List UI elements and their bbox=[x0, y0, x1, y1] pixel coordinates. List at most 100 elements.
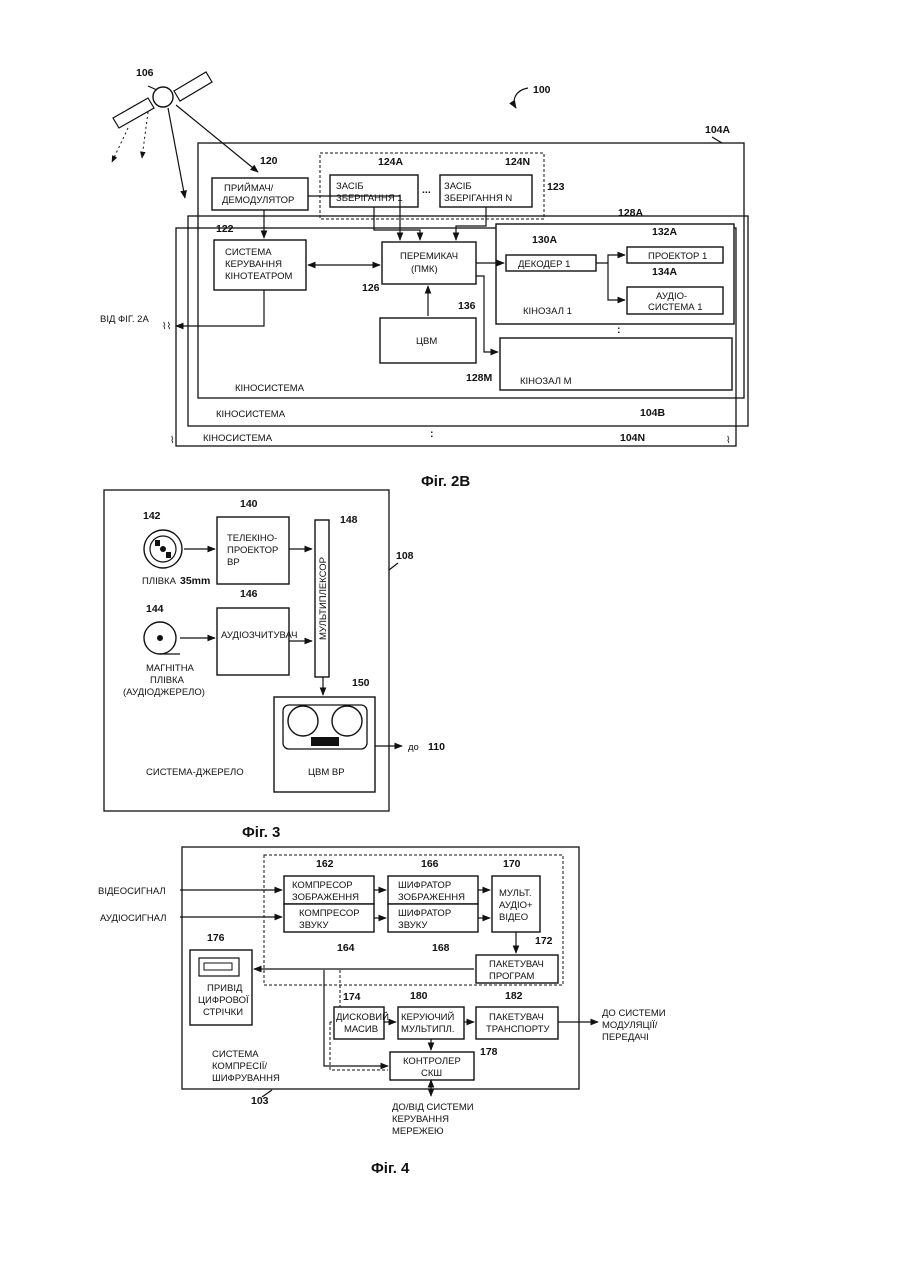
tape-line2: ЦИФРОВОЇ bbox=[198, 995, 249, 1006]
hdd-label: ЦВМ bbox=[416, 336, 437, 347]
tcs-line1: СИСТЕМА bbox=[225, 247, 272, 258]
ref-182: 182 bbox=[505, 990, 523, 1002]
figure-3: 108 142 ПЛІВКА 35mm 140 ТЕЛЕКІНО- ПРОЕКТ… bbox=[104, 490, 445, 841]
ref-108: 108 bbox=[396, 550, 414, 562]
receiver-line1: ПРИЙМАЧ/ bbox=[224, 182, 274, 194]
from-fig-2a-label: ВІД ФІГ. 2А bbox=[100, 314, 149, 325]
ref-140: 140 bbox=[240, 498, 258, 510]
cinema-system-n-label: КІНОСИСТЕМА bbox=[203, 433, 273, 444]
ref-106: 106 bbox=[136, 67, 154, 79]
to-label: до bbox=[408, 742, 419, 753]
mag-film-line3: (АУДІОДЖЕРЕЛО) bbox=[123, 687, 205, 698]
ctrl-mux-line2: МУЛЬТИПЛ. bbox=[401, 1024, 454, 1035]
ref-128a: 128A bbox=[618, 207, 644, 219]
packetizer-line2: ПРОГРАМ bbox=[489, 971, 535, 982]
tape-cassette-icon bbox=[199, 958, 239, 976]
mag-film-line2: ПЛІВКА bbox=[150, 675, 185, 686]
switch-line1: ПЕРЕМИКАЧ bbox=[400, 251, 458, 262]
network-line1: ДО/ВІД СИСТЕМИ bbox=[392, 1102, 474, 1113]
fig3-caption: Фіг. 3 bbox=[242, 824, 280, 841]
ref-170: 170 bbox=[503, 858, 521, 870]
ref-132a: 132A bbox=[652, 226, 678, 238]
decoder-label: ДЕКОДЕР 1 bbox=[518, 259, 570, 270]
cinema-system-a-label: КІНОСИСТЕМА bbox=[235, 383, 305, 394]
cinema-system-b-label: КІНОСИСТЕМА bbox=[216, 409, 286, 420]
storage-1-line2: ЗБЕРІГАННЯ 1 bbox=[336, 193, 403, 204]
ref-144: 144 bbox=[146, 603, 164, 615]
sound-comp-line2: ЗВУКУ bbox=[299, 920, 329, 931]
ref-180: 180 bbox=[410, 990, 428, 1002]
ref-142: 142 bbox=[143, 510, 161, 522]
telecine-line3: ВР bbox=[227, 557, 240, 568]
av-mux-line1: МУЛЬТ. bbox=[499, 888, 532, 899]
telecine-line1: ТЕЛЕКІНО- bbox=[227, 533, 277, 544]
satellite-icon bbox=[113, 72, 212, 128]
tcs-line2: КЕРУВАННЯ bbox=[225, 259, 282, 270]
figure-2b: 106 100 104A КІНОСИСТЕМА КІНОСИСТЕМА 104… bbox=[100, 67, 748, 490]
audio-reader-box bbox=[217, 608, 289, 675]
break-mark-from: ⌇⌇ bbox=[162, 321, 171, 332]
av-mux-line3: ВІДЕО bbox=[499, 912, 528, 923]
storage-1-line1: ЗАСІБ bbox=[336, 181, 364, 192]
storage-n-line1: ЗАСІБ bbox=[444, 181, 472, 192]
packetizer-line1: ПАКЕТУВАЧ bbox=[489, 959, 544, 970]
ref-146: 146 bbox=[240, 588, 258, 600]
av-mux-line2: АУДІО+ bbox=[499, 900, 533, 911]
magnetic-film-reel-icon bbox=[144, 622, 180, 654]
projector-label: ПРОЕКТОР 1 bbox=[648, 251, 707, 262]
audio-line1: АУДІО- bbox=[656, 291, 687, 302]
ref-128m: 128M bbox=[466, 372, 493, 384]
storage-dots: ... bbox=[422, 184, 431, 196]
tcs-line3: КІНОТЕАТРОМ bbox=[225, 271, 292, 282]
auditorium-dots: : bbox=[617, 324, 621, 336]
figure-4: ВІДЕОСИГНАЛ АУДІОСИГНАЛ 162 КОМПРЕСОР ЗО… bbox=[98, 847, 666, 1177]
fig2b-caption: Фіг. 2B bbox=[421, 473, 470, 490]
ref-134a: 134A bbox=[652, 266, 678, 278]
ref-124a: 124A bbox=[378, 156, 404, 168]
ref-172: 172 bbox=[535, 935, 553, 947]
switch-box bbox=[382, 242, 476, 284]
tape-line3: СТРІЧКИ bbox=[203, 1007, 243, 1018]
ctrl-mux-line1: КЕРУЮЧИЙ bbox=[401, 1011, 454, 1023]
ref-176: 176 bbox=[207, 932, 225, 944]
ref-150: 150 bbox=[352, 677, 370, 689]
ref-168: 168 bbox=[432, 942, 450, 954]
network-line2: КЕРУВАННЯ bbox=[392, 1114, 449, 1125]
source-system-label: СИСТЕМА-ДЖЕРЕЛО bbox=[146, 767, 244, 778]
audio-line2: СИСТЕМА 1 bbox=[648, 302, 703, 313]
image-enc-line2: ЗОБРАЖЕННЯ bbox=[398, 892, 465, 903]
tape-drive-icon bbox=[283, 705, 367, 749]
ref-123: 123 bbox=[547, 181, 565, 193]
ref-104n: 104N bbox=[620, 432, 645, 444]
ref-103: 103 bbox=[251, 1095, 269, 1107]
film-reel-icon bbox=[144, 530, 182, 568]
break-mark-left: ⌇ bbox=[170, 435, 175, 446]
ref-166: 166 bbox=[421, 858, 439, 870]
ref-122: 122 bbox=[216, 223, 234, 235]
controller-line1: КОНТРОЛЕР bbox=[403, 1056, 461, 1067]
ref-124n: 124N bbox=[505, 156, 530, 168]
break-mark-right: ⌇ bbox=[726, 435, 731, 446]
to-modulation-line3: ПЕРЕДАЧІ bbox=[602, 1032, 649, 1043]
sound-enc-line1: ШИФРАТОР bbox=[398, 908, 451, 919]
ref-136: 136 bbox=[458, 300, 476, 312]
disk-line2: МАСИВ bbox=[344, 1024, 378, 1035]
ref-120: 120 bbox=[260, 155, 278, 167]
hdd-vr-label: ЦВМ ВР bbox=[308, 767, 345, 778]
audio-reader-label: АУДІОЗЧИТУВАЧ bbox=[221, 630, 297, 641]
receiver-line2: ДЕМОДУЛЯТОР bbox=[222, 195, 294, 206]
ref-178: 178 bbox=[480, 1046, 498, 1058]
to-modulation-line1: ДО СИСТЕМИ bbox=[602, 1008, 666, 1019]
controller-line2: СКШ bbox=[421, 1068, 442, 1079]
ref-126: 126 bbox=[362, 282, 380, 294]
system-line3: ШИФРУВАННЯ bbox=[212, 1073, 280, 1084]
network-line3: МЕРЕЖЕЮ bbox=[392, 1126, 444, 1137]
ref-100: 100 bbox=[533, 84, 551, 96]
to-modulation-line2: МОДУЛЯЦІЇ/ bbox=[602, 1020, 658, 1031]
ref-104a: 104A bbox=[705, 124, 731, 136]
video-signal-label: ВІДЕОСИГНАЛ bbox=[98, 886, 166, 897]
ref-164: 164 bbox=[337, 942, 355, 954]
transport-line2: ТРАНСПОРТУ bbox=[486, 1024, 550, 1035]
sound-enc-line2: ЗВУКУ bbox=[398, 920, 428, 931]
